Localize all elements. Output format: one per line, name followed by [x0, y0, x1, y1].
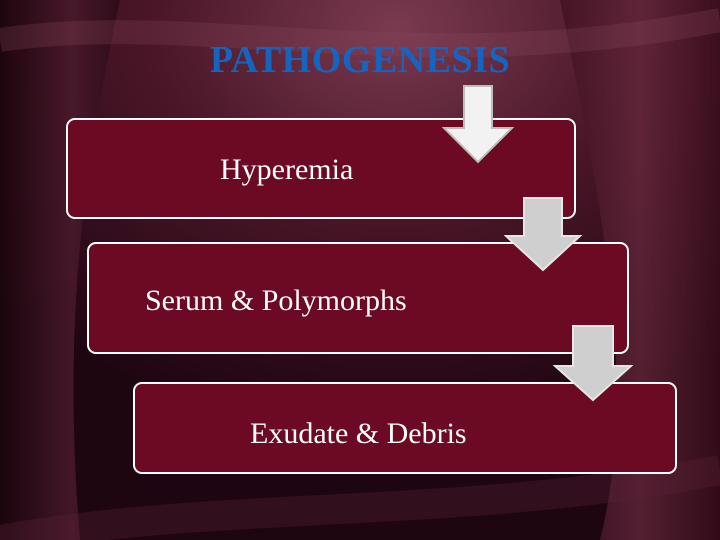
- step-box-exudate-debris: Exudate & Debris: [133, 382, 677, 474]
- down-arrow-icon: [442, 85, 514, 164]
- step-box-serum-polymorphs: Serum & Polymorphs: [87, 242, 629, 354]
- step-label: Hyperemia: [220, 153, 354, 186]
- slide-title-text: PATHOGENESIS: [209, 39, 511, 81]
- step-label: Serum & Polymorphs: [145, 284, 407, 317]
- down-arrow-icon: [504, 197, 582, 272]
- down-arrow-icon: [553, 325, 633, 402]
- slide-title: PATHOGENESIS: [0, 38, 720, 82]
- step-label: Exudate & Debris: [250, 417, 467, 450]
